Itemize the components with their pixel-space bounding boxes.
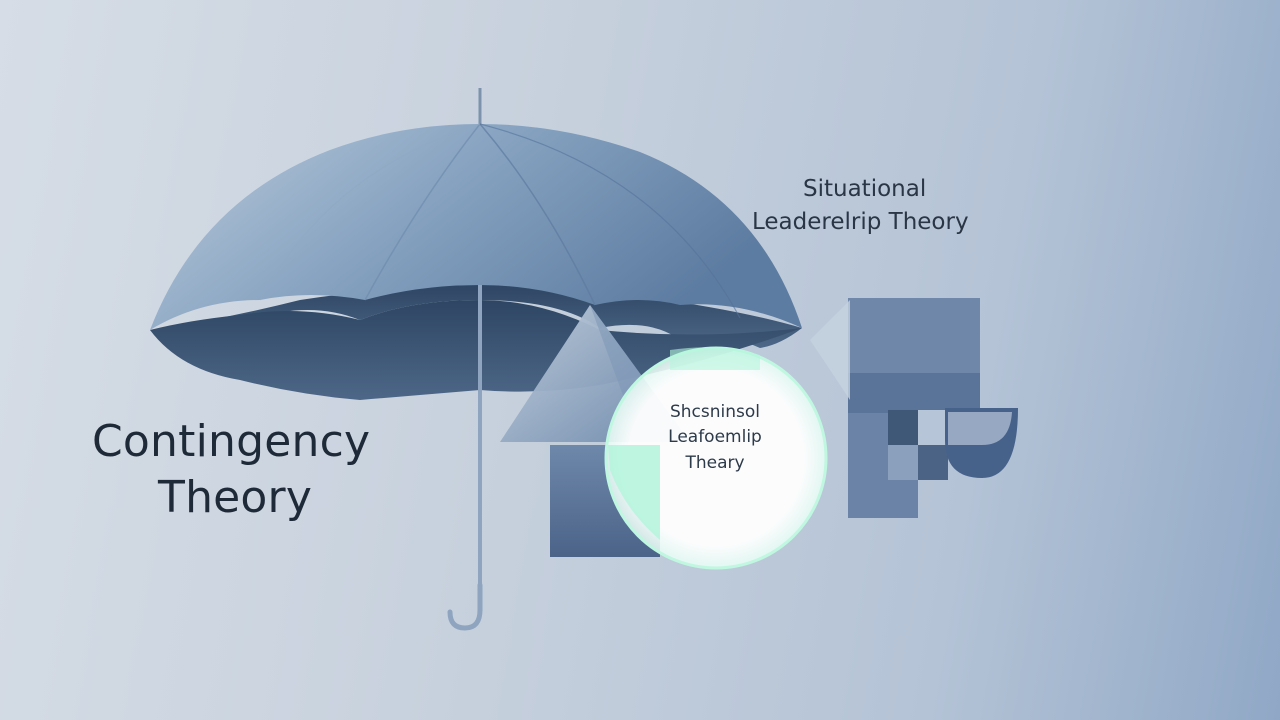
contingency-title-line2: Theory: [158, 472, 313, 523]
contingency-title-line1: Contingency: [92, 416, 371, 467]
block-shape: [810, 298, 980, 518]
umbrella-icon: [150, 88, 802, 631]
circle-shape: [604, 346, 828, 570]
circle-text-line1: Shcsninsol: [669, 402, 761, 422]
situational-title-line2: Leaderelrip Theory: [752, 209, 969, 235]
circle-text-line3: Theary: [685, 453, 745, 473]
circle-text-line2: Leafoemlip: [668, 427, 762, 447]
situational-title-line1: Situational: [803, 176, 927, 202]
